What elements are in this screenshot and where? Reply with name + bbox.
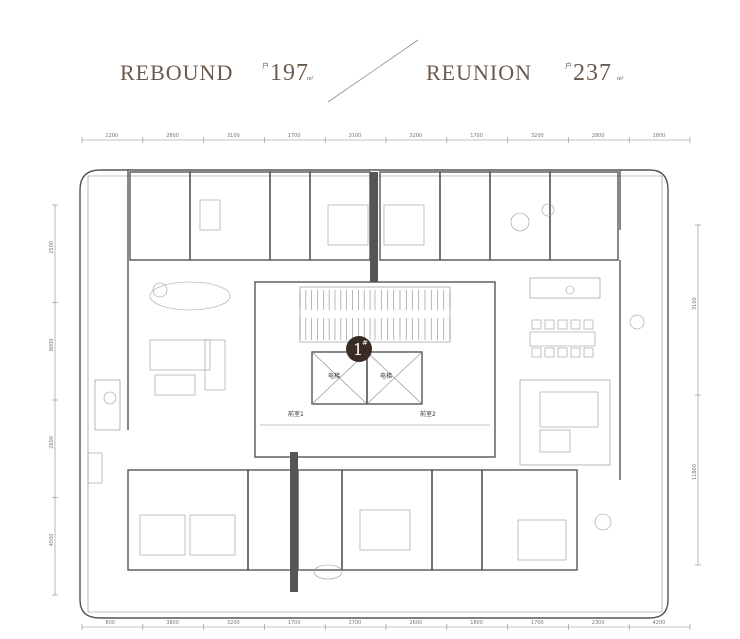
reunion-title: REUNION [426, 60, 532, 85]
top-dimension-label: 3200 [409, 133, 422, 139]
elevator-shaft-right [366, 351, 423, 405]
top-dimension-label: 2800 [166, 133, 179, 139]
left-dimension-label: 2500 [49, 241, 55, 254]
bottom-dimension-label: 3200 [227, 620, 240, 626]
right-dimension-label: 11800 [692, 464, 698, 480]
top-dimension-label: 1700 [288, 133, 301, 139]
left-dimension-label: 4500 [49, 534, 55, 547]
dining-chair [531, 347, 542, 358]
bottom-dimension-label: 2600 [409, 620, 422, 626]
left-dimension-label: 2600 [49, 436, 55, 449]
right-dimension-label: 3100 [692, 297, 698, 310]
reunion-mark: 户 [565, 61, 572, 70]
bottom-dimension-label: 800 [105, 620, 115, 626]
shear-wall-top [370, 172, 378, 282]
left-unit-furniture [94, 281, 231, 431]
lobby-2-label: 前室2 [420, 410, 436, 418]
left-dimensions: 2500 8000 2600 4500 [49, 204, 58, 596]
bottom-dimension-label: 2300 [592, 620, 605, 626]
building-mark: # [362, 339, 368, 347]
dining-table [529, 331, 596, 347]
rebound-title: REBOUND [120, 60, 233, 85]
rebound-unit: m² [307, 76, 314, 82]
dining-chair [544, 347, 555, 358]
rebound-area: 197 [270, 60, 309, 86]
bottom-dimension-label: 1800 [470, 620, 483, 626]
right-unit-furniture [519, 277, 645, 466]
top-dimension-label: 2800 [592, 133, 605, 139]
dining-chair [570, 319, 581, 330]
bottom-dimension-label: 1700 [531, 620, 544, 626]
rebound-mark: 户 [262, 61, 269, 70]
dining-chair [583, 347, 594, 358]
upper-rooms [129, 171, 619, 261]
dining-chair [583, 319, 594, 330]
left-dimension-label: 8000 [49, 339, 55, 352]
lower-rooms [87, 452, 612, 580]
dining-chair [557, 319, 568, 330]
bottom-dimension-label: 2700 [349, 620, 362, 626]
lobby-1-label: 前室1 [288, 410, 304, 418]
building-badge: 1 # [346, 336, 372, 362]
dining-chair [557, 347, 568, 358]
top-dimension-label: 3200 [531, 133, 544, 139]
dining-chairs [529, 319, 596, 358]
elevator-right-label: 电梯 [380, 372, 392, 380]
dining-chair [544, 319, 555, 330]
header-divider [327, 39, 419, 103]
dining-chair [531, 319, 542, 330]
top-dimension-label: 2200 [105, 133, 118, 139]
central-core: 电梯 电梯 前室1 前室2 [254, 281, 496, 458]
dining-chair [570, 347, 581, 358]
stair-treads-left [299, 290, 371, 340]
top-dimension-label: 1700 [470, 133, 483, 139]
reunion-unit: m² [617, 76, 624, 82]
top-dimension-label: 3100 [349, 133, 362, 139]
top-dimensions: 2200 2800 3100 1700 3100 3200 1700 3200 2800 1800 [81, 133, 691, 143]
reunion-area: 237 [573, 60, 612, 86]
bottom-dimension-label: 3800 [166, 620, 179, 626]
header: REBOUND 户 197 m² REUNION 户 237 m² [120, 39, 624, 103]
bottom-dimensions: 800 3800 3200 1700 2700 2600 1800 1700 2300 4200 [81, 620, 691, 630]
elevator-left-label: 电梯 [328, 372, 340, 380]
right-dimensions: 3100 11800 [692, 224, 701, 566]
stair-treads-right [374, 290, 451, 340]
building-number: 1 [353, 340, 363, 359]
top-dimension-label: 1800 [653, 133, 666, 139]
shear-wall-bottom [290, 452, 298, 592]
top-dimension-label: 3100 [227, 133, 240, 139]
bottom-dimension-label: 4200 [653, 620, 666, 626]
bottom-dimension-label: 1700 [288, 620, 301, 626]
